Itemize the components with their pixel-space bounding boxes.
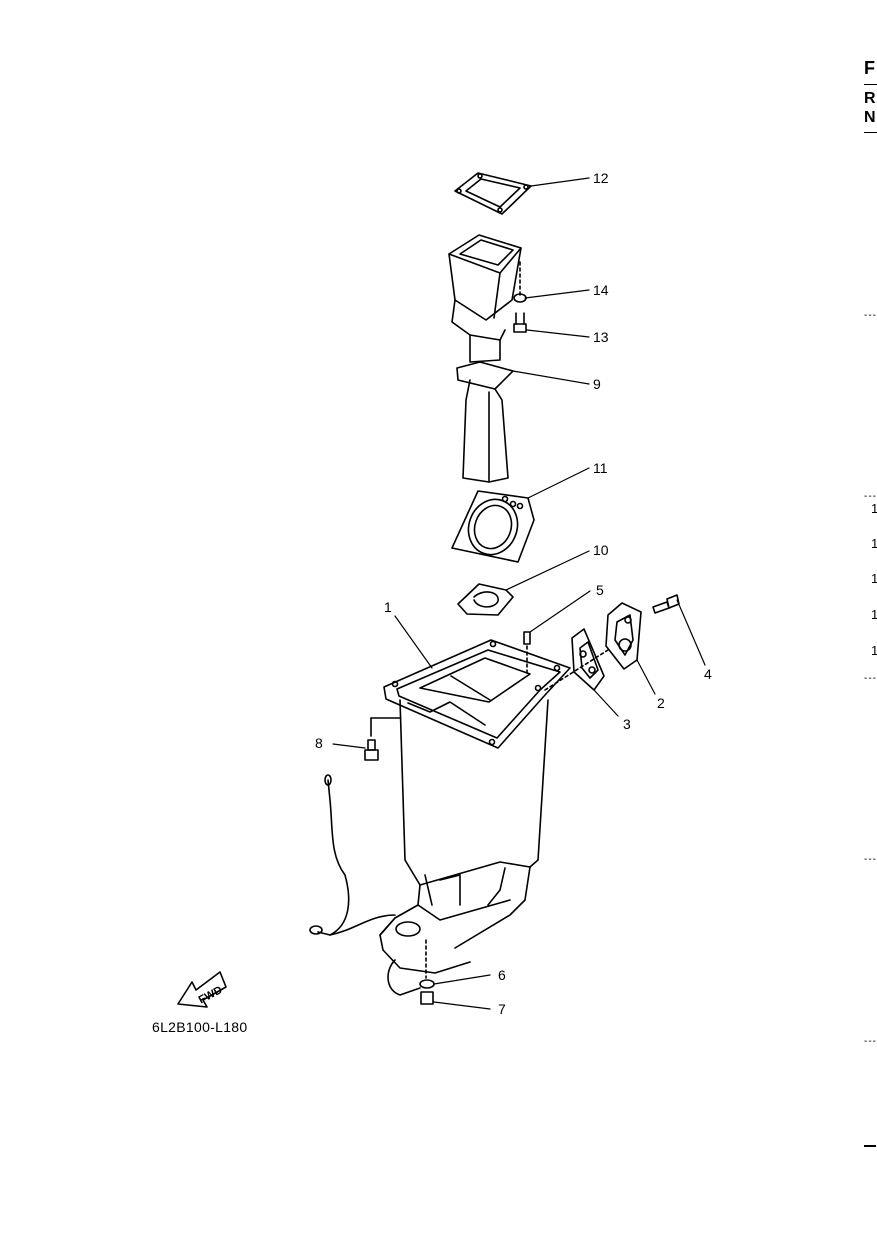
callout-3: 3 [623, 716, 631, 732]
edge-number: 1 [871, 607, 877, 622]
callout-13: 13 [593, 329, 609, 345]
part-1-upper-casing [379, 639, 571, 974]
edge-dash: --- [864, 310, 877, 321]
part-9-exhaust-guide [448, 234, 522, 483]
edge-letter-f: F [864, 58, 875, 78]
edge-dash: --- [864, 1036, 877, 1047]
callout-10: 10 [593, 542, 609, 558]
edge-rule [864, 84, 877, 85]
fwd-arrow-icon [177, 971, 227, 1008]
diagram-code: 6L2B100-L180 [152, 1019, 248, 1035]
callout-14: 14 [593, 282, 609, 298]
edge-letter-r: R [864, 90, 876, 107]
fwd-label: FWD [197, 984, 225, 1006]
part-7-nut [420, 991, 434, 1005]
callout-6: 6 [498, 967, 506, 983]
callout-9: 9 [593, 376, 601, 392]
part-12-gasket [454, 172, 532, 215]
edge-number: 1 [871, 643, 877, 658]
edge-number: 1 [871, 571, 877, 586]
ground-lead-wire [309, 774, 421, 996]
part-2-cover [544, 602, 642, 691]
edge-dash: --- [864, 673, 877, 684]
edge-rule [864, 1145, 876, 1147]
part-10-gasket [457, 583, 514, 616]
part-13-bolt [513, 312, 527, 333]
callout-11: 11 [593, 460, 608, 476]
edge-number: 1 [871, 536, 877, 551]
callout-1: 1 [384, 599, 392, 615]
edge-dash: --- [864, 491, 877, 502]
leader-lines [332, 177, 706, 1010]
callout-4: 4 [704, 666, 712, 682]
edge-number: 1 [871, 501, 877, 516]
callout-7: 7 [498, 1001, 506, 1017]
callout-12: 12 [593, 170, 609, 186]
edge-dash: --- [864, 854, 877, 865]
callout-2: 2 [657, 695, 665, 711]
part-6-washer [419, 939, 435, 989]
part-4-bolt [652, 594, 680, 614]
part-3-gasket-plate [571, 628, 605, 691]
part-11-rubber-seal [451, 490, 535, 563]
callout-5: 5 [596, 582, 604, 598]
part-5-pin [523, 631, 531, 675]
edge-letter-n: N [864, 109, 876, 126]
callout-8: 8 [315, 735, 323, 751]
edge-rule [864, 132, 877, 133]
part-8-bolt [364, 717, 401, 761]
